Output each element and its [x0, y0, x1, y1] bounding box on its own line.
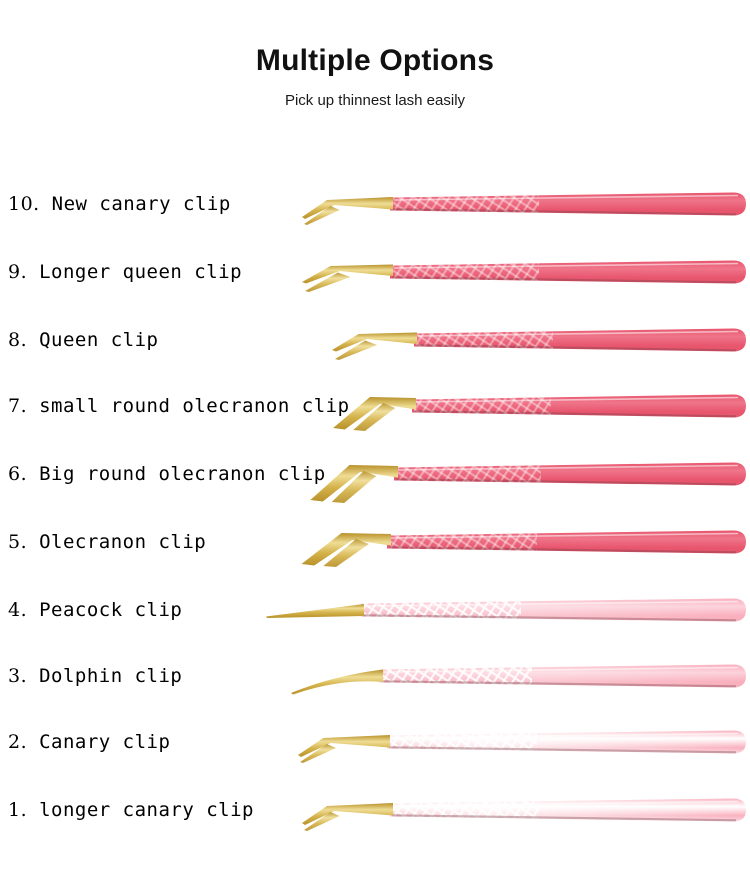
tweezer-image-dolphin-clip — [288, 642, 750, 710]
tweezer-image-big-round-olecranon-clip — [305, 440, 750, 508]
product-name-text: small round olecranon clip — [39, 395, 350, 417]
tweezer-image-olecranon-clip — [296, 508, 750, 576]
tweezer-image-canary-clip — [296, 708, 750, 776]
tweezer-image-new-canary-clip — [300, 170, 750, 238]
product-name-text: Queen clip — [39, 329, 159, 351]
product-name-text: Dolphin clip — [39, 665, 183, 687]
product-label-longer-canary-clip: 1. longer canary clip — [8, 799, 254, 821]
product-number: 3. — [8, 665, 28, 687]
product-row-small-round-olecranon-clip[interactable]: 7. small round olecranon clip — [0, 372, 750, 440]
product-number: 4. — [8, 599, 28, 621]
product-name-text: Olecranon clip — [39, 531, 207, 553]
product-label-new-canary-clip: 10. New canary clip — [8, 193, 231, 215]
product-name-text: Peacock clip — [39, 599, 183, 621]
tweezer-image-longer-queen-clip — [300, 238, 750, 306]
product-name-text: longer canary clip — [39, 799, 254, 821]
product-name-text: New canary clip — [51, 193, 231, 215]
product-number: 1. — [8, 799, 28, 821]
tweezer-image-peacock-clip — [264, 576, 750, 644]
product-number: 10. — [8, 193, 40, 215]
page-subtitle: Pick up thinnest lash easily — [284, 92, 466, 109]
product-row-canary-clip[interactable]: 2. Canary clip — [0, 708, 750, 776]
product-row-big-round-olecranon-clip[interactable]: 6. Big round olecranon clip — [0, 440, 750, 508]
product-row-olecranon-clip[interactable]: 5. Olecranon clip — [0, 508, 750, 576]
product-label-canary-clip: 2. Canary clip — [8, 731, 170, 753]
product-row-longer-queen-clip[interactable]: 9. Longer queen clip — [0, 238, 750, 306]
product-label-queen-clip: 8. Queen clip — [8, 329, 158, 351]
product-label-big-round-olecranon-clip: 6. Big round olecranon clip — [8, 463, 326, 485]
tweezer-image-longer-canary-clip — [300, 776, 750, 844]
product-number: 9. — [8, 261, 28, 283]
tweezer-image-queen-clip — [330, 306, 750, 374]
product-label-dolphin-clip: 3. Dolphin clip — [8, 665, 182, 687]
product-row-peacock-clip[interactable]: 4. Peacock clip — [0, 576, 750, 644]
tweezer-image-small-round-olecranon-clip — [328, 372, 750, 440]
page-title: Multiple Options — [255, 44, 495, 77]
product-row-new-canary-clip[interactable]: 10. New canary clip — [0, 170, 750, 238]
product-number: 8. — [8, 329, 28, 351]
product-row-dolphin-clip[interactable]: 3. Dolphin clip — [0, 642, 750, 710]
product-number: 7. — [8, 395, 28, 417]
product-name-text: Longer queen clip — [39, 261, 243, 283]
product-label-olecranon-clip: 5. Olecranon clip — [8, 531, 206, 553]
product-name-text: Big round olecranon clip — [39, 463, 326, 485]
product-row-longer-canary-clip[interactable]: 1. longer canary clip — [0, 776, 750, 844]
product-label-longer-queen-clip: 9. Longer queen clip — [8, 261, 242, 283]
product-number: 2. — [8, 731, 28, 753]
product-name-text: Canary clip — [39, 731, 171, 753]
product-number: 6. — [8, 463, 28, 485]
product-number: 5. — [8, 531, 28, 553]
product-row-queen-clip[interactable]: 8. Queen clip — [0, 306, 750, 374]
product-label-peacock-clip: 4. Peacock clip — [8, 599, 182, 621]
product-label-small-round-olecranon-clip: 7. small round olecranon clip — [8, 395, 350, 417]
